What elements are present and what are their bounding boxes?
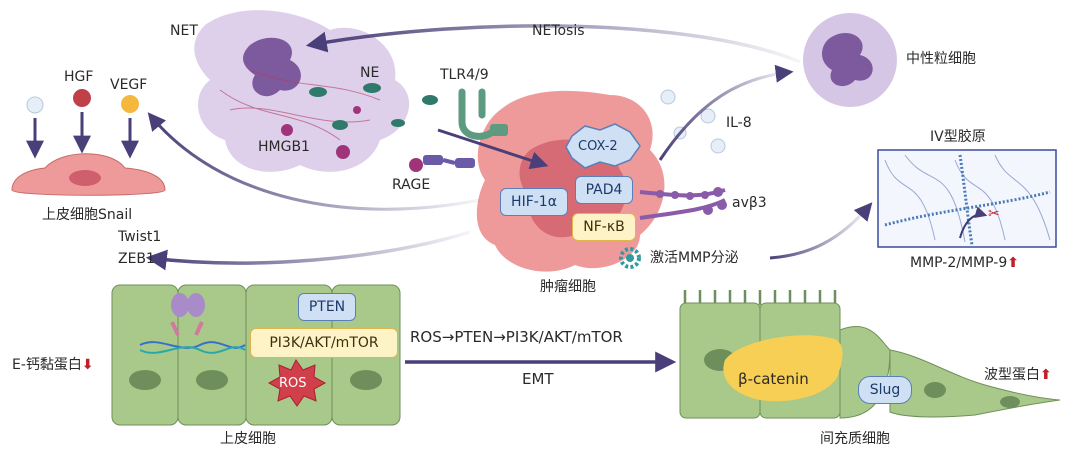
- epithelial-snail-label: 上皮细胞Snail: [42, 207, 133, 223]
- vegf-label: VEGF: [110, 77, 148, 93]
- pad4-box: PAD4: [575, 176, 633, 204]
- zeb-label: ZEB1: [118, 251, 155, 267]
- hmgb1-dot: [336, 145, 350, 159]
- mmp29-text: MMP-2/MMP-9: [910, 255, 1008, 271]
- mmp29-label: MMP-2/MMP-9⬆: [910, 256, 1019, 270]
- svg-text:✂: ✂: [988, 206, 1000, 222]
- hgf-label: HGF: [64, 69, 94, 85]
- gear-icon: [619, 247, 641, 269]
- ecad-receptor: [171, 293, 189, 317]
- avb3-label: avβ3: [732, 195, 767, 211]
- collagen-box: ✂: [877, 149, 1057, 248]
- tumor-cell-label: 肿瘤细胞: [540, 279, 596, 295]
- tumor-to-growth-arrow: [147, 112, 481, 211]
- collagen-label: IV型胶原: [930, 129, 986, 145]
- hgf-dot: [73, 89, 91, 107]
- up-arrow-icon: ⬆: [1040, 367, 1052, 383]
- ros-label: ROS: [279, 376, 307, 391]
- receptor-arrow: [437, 128, 549, 170]
- tlr-receptor: [458, 88, 508, 140]
- hmgb1-label: HMGB1: [258, 139, 310, 155]
- blank-factor: [26, 96, 44, 114]
- tlr-label: TLR4/9: [440, 67, 489, 83]
- cox2-label: COX-2: [578, 139, 618, 154]
- il8-label: IL-8: [726, 115, 752, 131]
- mesenchymal-cell-label: 间充质细胞: [820, 431, 890, 447]
- ne-granule: [391, 119, 405, 127]
- emt-label: EMT: [522, 370, 554, 388]
- netosis-label: NETosis: [532, 23, 585, 39]
- il8-dots: [660, 89, 726, 154]
- pi3k-box: PI3K/AKT/mTOR: [250, 328, 398, 358]
- hmgb1-dot: [281, 124, 293, 136]
- ne-granule: [332, 120, 348, 130]
- avb3-chain: [639, 187, 727, 220]
- pten-box: PTEN: [298, 293, 356, 321]
- ros-burst: [267, 359, 327, 407]
- down-arrow-icon: ⬇: [81, 357, 94, 373]
- slug-box: Slug: [858, 376, 912, 404]
- vimentin-text: 波型蛋白: [984, 367, 1040, 383]
- net-cloud: [194, 10, 438, 172]
- beta-catenin-label: β-catenin: [738, 370, 809, 388]
- tumor-cell: [476, 90, 665, 272]
- tumor-to-transcription-arrow: [145, 230, 471, 271]
- net-label: NET: [170, 23, 198, 39]
- pathway-label: ROS→PTEN→PI3K/AKT/mTOR: [410, 328, 623, 346]
- mmp-activate-label: 激活MMP分泌: [650, 250, 739, 266]
- netosis-arrow: [305, 24, 801, 64]
- ne-label: NE: [360, 65, 380, 81]
- mmp-arrow: [769, 202, 873, 260]
- neutrophil-cell: [803, 13, 897, 107]
- twist-label: Twist1: [118, 229, 162, 245]
- il8-arrow: [658, 64, 794, 161]
- vegf-dot: [121, 95, 139, 113]
- epithelial-cell-label: 上皮细胞: [220, 431, 276, 447]
- mesenchymal-group: [679, 290, 1061, 419]
- rage-label: RAGE: [392, 177, 431, 193]
- neutrophil-label: 中性粒细胞: [906, 51, 976, 67]
- ecad-label: E-钙黏蛋白⬇: [12, 358, 94, 372]
- ne-granule: [422, 95, 438, 105]
- cox2-shape: [565, 123, 641, 169]
- hif-box: HIF-1α: [500, 188, 568, 216]
- ecad-text: E-钙黏蛋白: [12, 357, 82, 373]
- ne-granule: [309, 87, 327, 97]
- up-arrow-icon: ⬆: [1007, 255, 1019, 271]
- vimentin-label: 波型蛋白⬆: [984, 368, 1052, 382]
- ne-granule: [363, 83, 381, 93]
- hmgb1-dot: [353, 106, 361, 114]
- left-epithelial-cell: [11, 89, 166, 196]
- beta-catenin-shape: [723, 335, 843, 402]
- rage-receptor: [409, 155, 475, 172]
- nfkb-box: NF-κB: [572, 213, 636, 241]
